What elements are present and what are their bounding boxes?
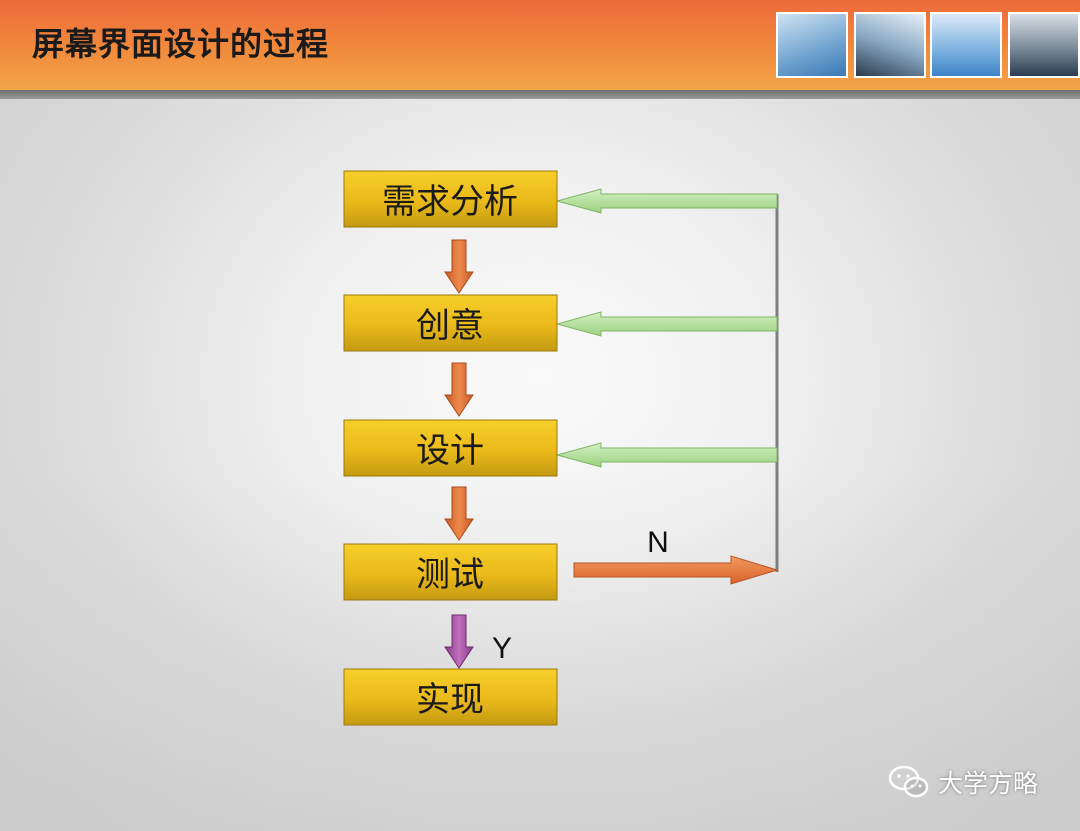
fail-label: N xyxy=(647,526,669,559)
step-label-design: 设计 xyxy=(416,431,484,471)
down-arrow-2 xyxy=(444,362,474,417)
success-arrow xyxy=(444,614,474,669)
step-label-requirements: 需求分析 xyxy=(382,182,518,222)
down-arrow-1 xyxy=(444,239,474,294)
step-label-test: 测试 xyxy=(416,555,484,595)
conference-room-thumbnail xyxy=(1008,12,1080,78)
wechat-icon xyxy=(888,765,929,798)
world-map-thumbnail xyxy=(930,12,1002,78)
step-box-test: 测试 xyxy=(343,543,558,601)
feedback-arrow-design xyxy=(555,442,778,468)
down-arrow-3 xyxy=(444,486,474,541)
step-box-design: 设计 xyxy=(343,419,558,477)
success-label: Y xyxy=(492,632,512,665)
slide-title: 屏幕界面设计的过程 xyxy=(32,25,330,63)
office-worker-thumbnail xyxy=(854,12,926,78)
feedback-arrow-requirements xyxy=(555,188,778,214)
step-box-implement: 实现 xyxy=(343,668,558,726)
feedback-arrow-idea xyxy=(555,311,778,337)
step-label-implement: 实现 xyxy=(416,680,484,720)
lab-flask-thumbnail xyxy=(776,12,848,78)
fail-arrow xyxy=(573,555,779,585)
header-divider xyxy=(0,90,1080,99)
step-box-idea: 创意 xyxy=(343,294,558,352)
watermark: 大学方略 xyxy=(888,762,1038,802)
step-label-idea: 创意 xyxy=(416,306,484,346)
watermark-text: 大学方略 xyxy=(938,769,1039,798)
slide-header: 屏幕界面设计的过程 xyxy=(0,0,1080,90)
step-box-requirements: 需求分析 xyxy=(343,170,558,228)
